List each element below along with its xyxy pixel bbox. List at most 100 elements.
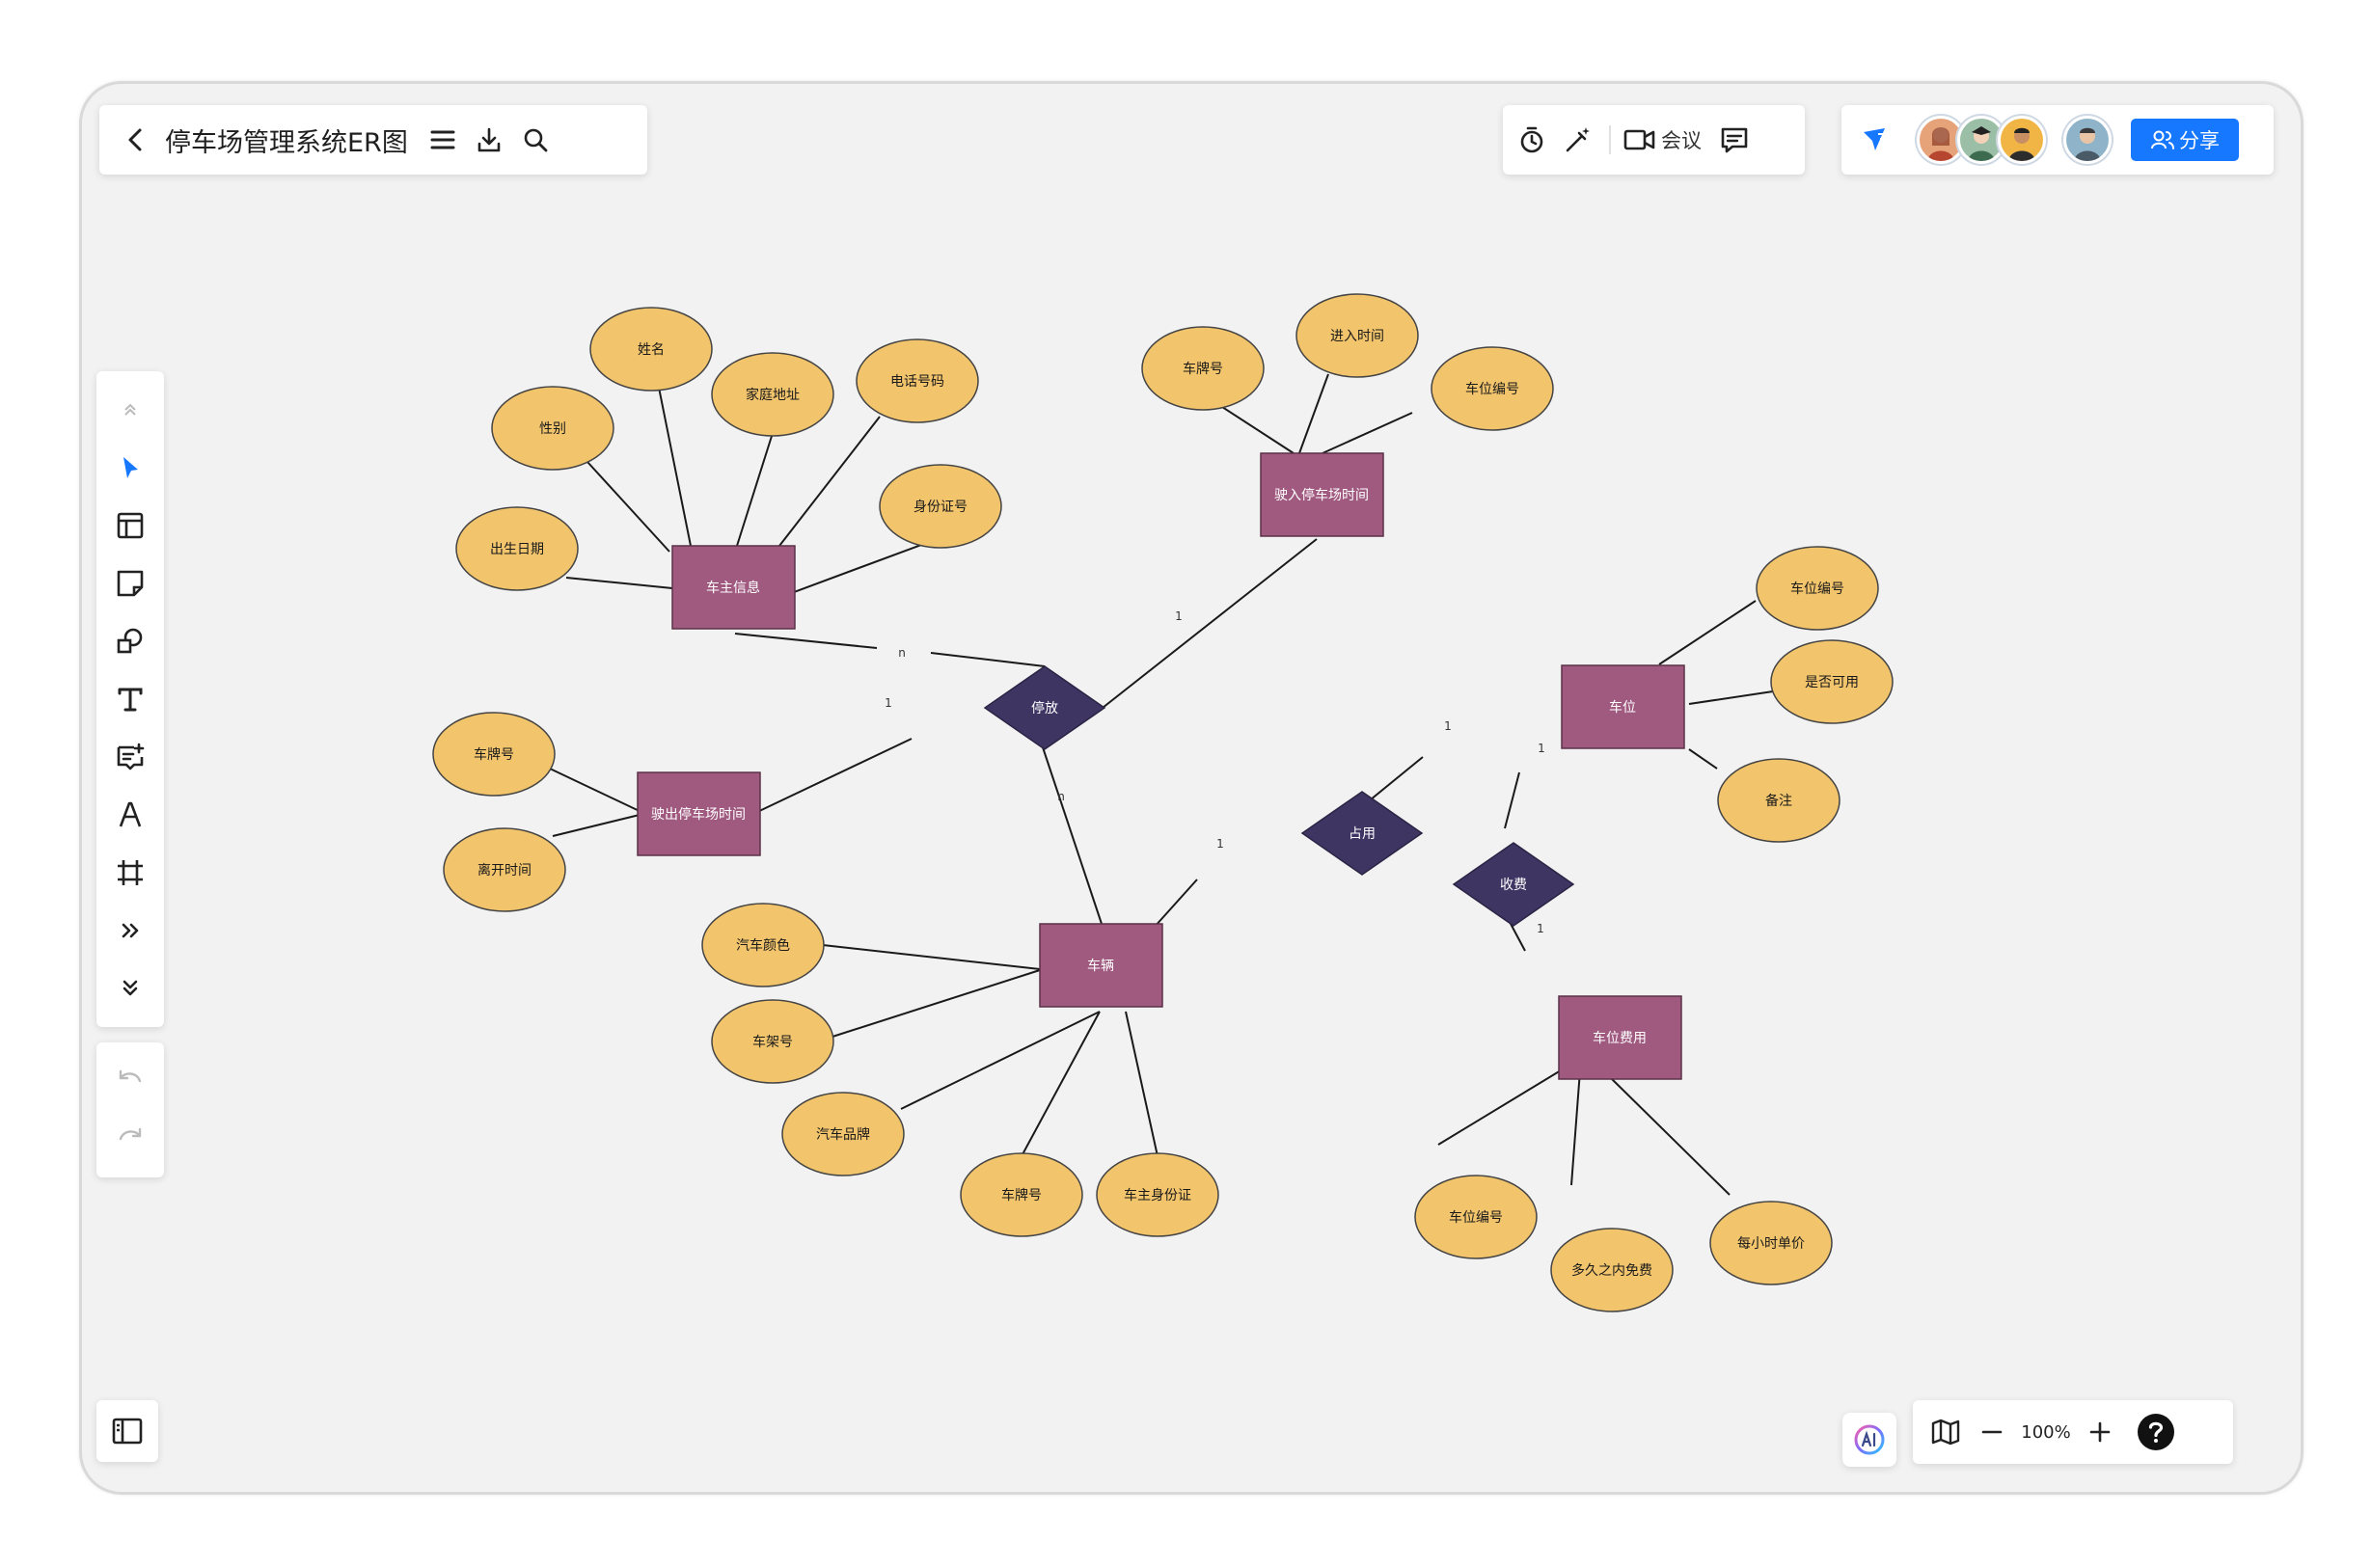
avatar[interactable] <box>2063 116 2112 164</box>
redo-button[interactable] <box>101 1110 159 1168</box>
attribute-label[interactable]: 每小时单价 <box>1737 1236 1805 1252</box>
help-icon <box>2138 1414 2174 1450</box>
cardinality-label: 1 <box>1444 719 1452 733</box>
zoom-out-button[interactable] <box>1969 1409 2015 1455</box>
attribute-label[interactable]: 姓名 <box>638 342 665 358</box>
relationship-labels: 停放 占用 收费 <box>1031 700 1527 893</box>
user-avatar-icon <box>1927 127 1954 161</box>
back-button[interactable] <box>113 117 159 163</box>
attribute-label[interactable]: 车牌号 <box>474 746 514 763</box>
zoom-out-icon <box>1981 1430 2003 1434</box>
ai-assistant-button[interactable] <box>1846 1417 1893 1463</box>
users-icon <box>2151 130 2174 149</box>
shapes-tool[interactable] <box>101 612 159 670</box>
text-icon <box>118 688 143 712</box>
attribute-label[interactable]: 车牌号 <box>1183 361 1223 377</box>
entity-label[interactable]: 车辆 <box>1087 958 1114 974</box>
cardinality-label: 1 <box>1175 609 1183 623</box>
help-button[interactable] <box>2133 1409 2179 1455</box>
download-button[interactable] <box>466 117 512 163</box>
redo-icon <box>119 1127 142 1141</box>
attribute-label[interactable]: 车架号 <box>752 1034 793 1050</box>
collapse-toolbar-button[interactable] <box>101 381 159 439</box>
history-controls <box>96 1042 164 1177</box>
entity-label[interactable]: 车位费用 <box>1593 1030 1647 1046</box>
download-icon <box>477 127 501 152</box>
attribute-label[interactable]: 车位编号 <box>1449 1209 1503 1226</box>
undo-button[interactable] <box>101 1052 159 1110</box>
more-tools-icon <box>122 923 139 938</box>
frame-tool[interactable] <box>101 844 159 902</box>
entity-label[interactable]: 车主信息 <box>706 580 760 596</box>
template-tool[interactable] <box>101 497 159 554</box>
minimap-button[interactable] <box>1922 1409 1969 1455</box>
meeting-button[interactable]: 会议 <box>1619 117 1705 163</box>
text-tool[interactable] <box>101 670 159 728</box>
cardinality-label: 1 <box>1538 742 1545 755</box>
relationship-label[interactable]: 占用 <box>1349 826 1376 842</box>
pen-icon <box>119 801 142 827</box>
zoom-in-button[interactable] <box>2077 1409 2123 1455</box>
chevron-left-icon <box>128 128 142 151</box>
attribute-label[interactable]: 身份证号 <box>913 500 968 515</box>
expand-toolbar-button[interactable] <box>101 960 159 1017</box>
attribute-label[interactable]: 车牌号 <box>1001 1187 1042 1203</box>
avatar[interactable] <box>1998 116 2046 164</box>
attribute-label[interactable]: 是否可用 <box>1805 675 1859 690</box>
meeting-label: 会议 <box>1661 129 1702 152</box>
attribute-label[interactable]: 车主身份证 <box>1124 1187 1191 1203</box>
magic-button[interactable] <box>1555 117 1601 163</box>
zoom-level[interactable]: 100% <box>2021 1421 2071 1443</box>
follow-cursor-button[interactable] <box>1851 117 1897 163</box>
attribute-label[interactable]: 多久之内免费 <box>1571 1262 1652 1279</box>
select-tool[interactable] <box>101 439 159 497</box>
sticky-note-tool[interactable] <box>101 554 159 612</box>
diagram-canvas[interactable]: n 1 1 n 1 1 1 1 <box>82 84 2301 1492</box>
title-toolbar: 停车场管理系统ER图 <box>99 105 647 175</box>
user-avatar-icon <box>2008 127 2035 161</box>
tool-palette <box>96 371 164 1027</box>
more-tools-button[interactable] <box>101 902 159 960</box>
entity-label[interactable]: 驶出停车场时间 <box>651 806 746 823</box>
sidebar-toggle-button[interactable] <box>104 1408 150 1454</box>
attribute-label[interactable]: 离开时间 <box>477 862 532 879</box>
zoom-in-icon <box>2089 1421 2111 1443</box>
minimap-icon <box>1931 1419 1960 1446</box>
attribute-label[interactable]: 家庭地址 <box>746 387 800 403</box>
cardinality-label: 1 <box>885 696 892 710</box>
attribute-label[interactable]: 出生日期 <box>490 542 544 557</box>
attribute-label[interactable]: 汽车颜色 <box>736 937 790 954</box>
entity-label[interactable]: 驶入停车场时间 <box>1274 487 1369 503</box>
entity-labels: 车主信息 驶入停车场时间 驶出停车场时间 车辆 车位 车位费用 <box>651 487 1647 1046</box>
relationship-label[interactable]: 收费 <box>1500 878 1527 893</box>
user-avatar-icon <box>2074 127 2101 161</box>
textbox-tool[interactable] <box>101 728 159 786</box>
search-button[interactable] <box>512 117 559 163</box>
sticky-note-icon <box>117 570 144 597</box>
attribute-label[interactable]: 电话号码 <box>890 374 944 390</box>
attribute-label[interactable]: 进入时间 <box>1330 329 1384 344</box>
attribute-label[interactable]: 性别 <box>539 421 566 437</box>
menu-button[interactable] <box>420 117 466 163</box>
frame-icon <box>118 860 143 885</box>
attribute-label[interactable]: 汽车品牌 <box>816 1126 870 1143</box>
attribute-label[interactable]: 备注 <box>1765 793 1792 809</box>
ai-panel <box>1842 1413 1896 1467</box>
attribute-label[interactable]: 车位编号 <box>1465 381 1519 397</box>
comment-icon <box>1721 127 1748 153</box>
magic-wand-icon <box>1566 127 1590 152</box>
attribute-label[interactable]: 车位编号 <box>1790 581 1844 597</box>
ai-assistant-icon <box>1854 1424 1885 1455</box>
timer-button[interactable] <box>1509 117 1555 163</box>
cardinality-label: n <box>1057 790 1065 803</box>
search-icon <box>524 128 548 152</box>
share-toolbar: 分享 <box>1841 105 2274 175</box>
collab-toolbar: 会议 <box>1503 105 1805 175</box>
relationship-label[interactable]: 停放 <box>1031 700 1058 716</box>
pen-tool[interactable] <box>101 786 159 844</box>
relationship-shapes <box>983 665 1575 927</box>
entity-label[interactable]: 车位 <box>1609 699 1636 716</box>
document-title[interactable]: 停车场管理系统ER图 <box>165 127 408 158</box>
comment-button[interactable] <box>1711 117 1758 163</box>
share-button[interactable]: 分享 <box>2131 119 2239 161</box>
